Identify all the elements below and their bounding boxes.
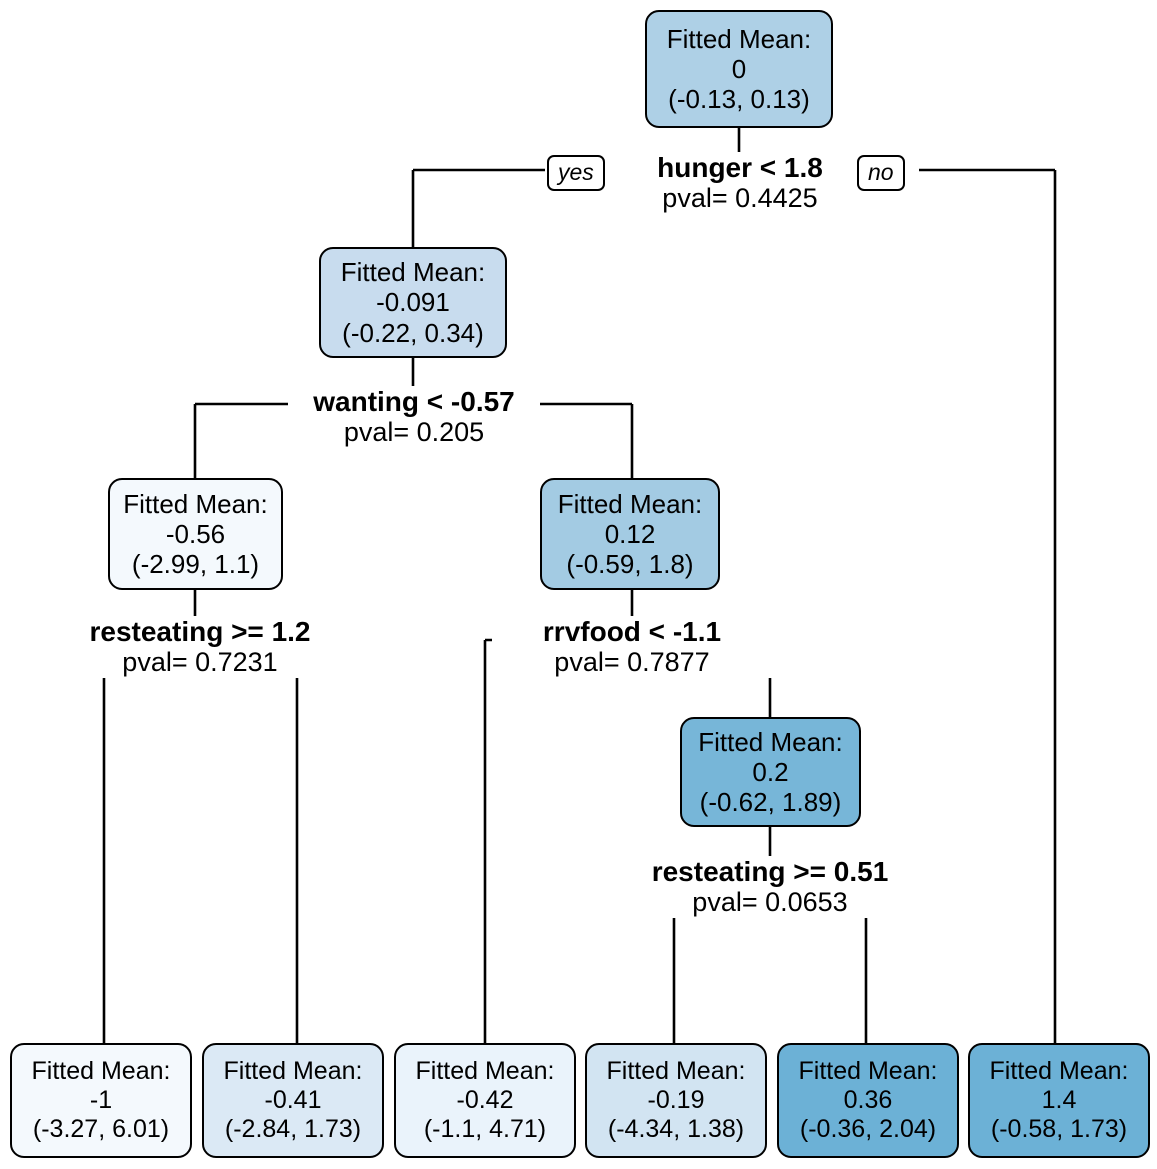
leaf-4-interval: (-4.34, 1.38): [607, 1115, 745, 1143]
leaf-node-1[interactable]: Fitted Mean: -1 (-3.27, 6.01): [10, 1043, 192, 1158]
leaf-1-value: -1: [89, 1086, 113, 1114]
node-wanting-no-interval: (-0.59, 1.8): [566, 549, 694, 580]
split-hunger[interactable]: hunger < 1.8 pval= 0.4425: [590, 152, 890, 214]
leaf-3-interval: (-1.1, 4.71): [423, 1115, 547, 1143]
split-resteating-12[interactable]: resteating >= 1.2 pval= 0.7231: [55, 616, 345, 678]
node-hunger-yes-interval: (-0.22, 0.34): [342, 317, 484, 348]
leaf-1-interval: (-3.27, 6.01): [32, 1115, 170, 1143]
leaf-6-interval: (-0.58, 1.73): [990, 1115, 1128, 1143]
branch-label-no-hunger: no: [857, 155, 905, 191]
node-root-value: 0: [731, 53, 747, 84]
node-root-interval: (-0.13, 0.13): [668, 84, 810, 115]
node-hunger-yes-label: Fitted Mean:: [340, 257, 486, 288]
leaf-node-6[interactable]: Fitted Mean: 1.4 (-0.58, 1.73): [968, 1043, 1150, 1158]
node-wanting-yes[interactable]: Fitted Mean: -0.56 (-2.99, 1.1): [108, 478, 283, 590]
node-root[interactable]: Fitted Mean: 0 (-0.13, 0.13): [645, 10, 833, 128]
node-wanting-no-value: 0.12: [604, 518, 656, 549]
leaf-3-label: Fitted Mean:: [415, 1057, 555, 1085]
split-resteating-051-condition: resteating >= 0.51: [620, 856, 920, 888]
node-wanting-no-label: Fitted Mean:: [557, 488, 703, 519]
leaf-6-label: Fitted Mean:: [989, 1057, 1129, 1085]
node-wanting-yes-value: -0.56: [165, 518, 226, 549]
split-rrvfood-condition: rrvfood < -1.1: [492, 616, 772, 648]
split-rrvfood-pval: pval= 0.7877: [492, 647, 772, 678]
node-wanting-no[interactable]: Fitted Mean: 0.12 (-0.59, 1.8): [540, 478, 720, 590]
leaf-1-label: Fitted Mean:: [31, 1057, 171, 1085]
split-resteating-051-pval: pval= 0.0653: [620, 887, 920, 918]
split-hunger-pval: pval= 0.4425: [590, 183, 890, 214]
split-hunger-condition: hunger < 1.8: [590, 152, 890, 184]
leaf-node-5[interactable]: Fitted Mean: 0.36 (-0.36, 2.04): [777, 1043, 959, 1158]
leaf-5-interval: (-0.36, 2.04): [799, 1115, 937, 1143]
split-resteating-12-condition: resteating >= 1.2: [55, 616, 345, 648]
node-hunger-yes-value: -0.091: [376, 287, 450, 318]
leaf-5-value: 0.36: [843, 1086, 893, 1114]
leaf-2-interval: (-2.84, 1.73): [224, 1115, 362, 1143]
leaf-2-label: Fitted Mean:: [223, 1057, 363, 1085]
split-resteating-12-pval: pval= 0.7231: [55, 647, 345, 678]
leaf-3-value: -0.42: [456, 1086, 514, 1114]
node-rrvfood-no-value: 0.2: [752, 756, 789, 787]
leaf-2-value: -0.41: [264, 1086, 322, 1114]
split-wanting[interactable]: wanting < -0.57 pval= 0.205: [288, 386, 540, 448]
node-wanting-yes-interval: (-2.99, 1.1): [131, 549, 260, 580]
node-rrvfood-no-label: Fitted Mean:: [698, 726, 843, 757]
leaf-6-value: 1.4: [1041, 1086, 1077, 1114]
node-wanting-yes-label: Fitted Mean:: [123, 488, 268, 519]
leaf-5-label: Fitted Mean:: [798, 1057, 938, 1085]
leaf-node-3[interactable]: Fitted Mean: -0.42 (-1.1, 4.71): [394, 1043, 576, 1158]
leaf-node-4[interactable]: Fitted Mean: -0.19 (-4.34, 1.38): [585, 1043, 767, 1158]
leaf-4-label: Fitted Mean:: [606, 1057, 746, 1085]
node-rrvfood-no-interval: (-0.62, 1.89): [699, 787, 842, 818]
split-resteating-051[interactable]: resteating >= 0.51 pval= 0.0653: [620, 856, 920, 918]
split-wanting-condition: wanting < -0.57: [288, 386, 540, 418]
node-root-label: Fitted Mean:: [666, 23, 812, 54]
split-wanting-pval: pval= 0.205: [288, 417, 540, 448]
node-rrvfood-no[interactable]: Fitted Mean: 0.2 (-0.62, 1.89): [680, 717, 861, 827]
leaf-node-2[interactable]: Fitted Mean: -0.41 (-2.84, 1.73): [202, 1043, 384, 1158]
node-hunger-yes[interactable]: Fitted Mean: -0.091 (-0.22, 0.34): [319, 247, 507, 358]
split-rrvfood[interactable]: rrvfood < -1.1 pval= 0.7877: [492, 616, 772, 678]
branch-label-yes-hunger: yes: [547, 155, 605, 191]
leaf-4-value: -0.19: [647, 1086, 705, 1114]
